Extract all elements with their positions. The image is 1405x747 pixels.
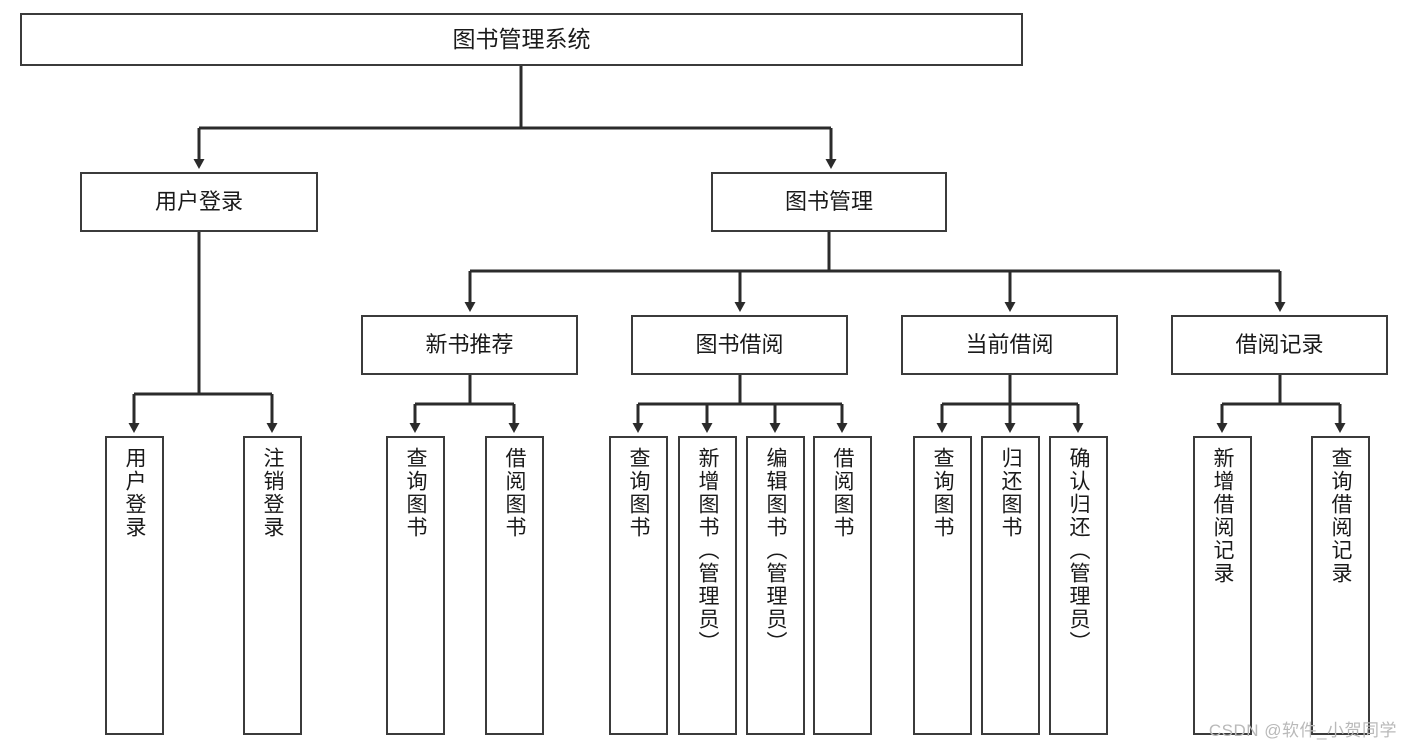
node-user-login-label: 用户登录 [154, 189, 243, 215]
node-root-system-label: 图书管理系统 [452, 26, 591, 53]
node-new-book-recommend-label: 新书推荐 [425, 332, 514, 358]
node-leaf-query-book-1[interactable]: 查询图书 [386, 436, 445, 735]
node-leaf-query-record[interactable]: 查询借阅记录 [1311, 436, 1370, 735]
node-leaf-edit-book-label: 编辑图书（管理员） [764, 447, 787, 654]
node-leaf-borrow-book-1[interactable]: 借阅图书 [485, 436, 544, 735]
node-leaf-logout[interactable]: 注销登录 [243, 436, 302, 735]
node-leaf-add-book[interactable]: 新增图书（管理员） [678, 436, 737, 735]
node-book-manage-label: 图书管理 [784, 189, 873, 215]
node-leaf-query-book-3-label: 查询图书 [931, 447, 954, 539]
node-leaf-borrow-book-2-label: 借阅图书 [831, 447, 854, 539]
node-borrow-record-label: 借阅记录 [1235, 332, 1324, 358]
node-leaf-borrow-book-1-label: 借阅图书 [503, 447, 526, 539]
node-book-borrow-label: 图书借阅 [695, 332, 784, 358]
node-leaf-add-book-label: 新增图书（管理员） [696, 447, 719, 654]
node-book-manage[interactable]: 图书管理 [711, 172, 947, 232]
node-user-login[interactable]: 用户登录 [80, 172, 318, 232]
node-leaf-query-book-2[interactable]: 查询图书 [609, 436, 668, 735]
node-leaf-query-book-3[interactable]: 查询图书 [913, 436, 972, 735]
node-current-borrow[interactable]: 当前借阅 [901, 315, 1118, 375]
node-borrow-record[interactable]: 借阅记录 [1171, 315, 1388, 375]
node-leaf-user-login[interactable]: 用户登录 [105, 436, 164, 735]
node-book-borrow[interactable]: 图书借阅 [631, 315, 848, 375]
node-leaf-borrow-book-2[interactable]: 借阅图书 [813, 436, 872, 735]
node-leaf-confirm-return[interactable]: 确认归还（管理员） [1049, 436, 1108, 735]
node-root-system[interactable]: 图书管理系统 [20, 13, 1023, 66]
node-leaf-query-book-1-label: 查询图书 [404, 447, 427, 539]
node-current-borrow-label: 当前借阅 [965, 332, 1054, 358]
node-leaf-confirm-return-label: 确认归还（管理员） [1067, 447, 1090, 654]
node-leaf-user-login-label: 用户登录 [123, 447, 146, 539]
node-leaf-query-record-label: 查询借阅记录 [1329, 447, 1352, 585]
csdn-watermark: CSDN @软件_小贺同学 [1208, 721, 1397, 740]
node-new-book-recommend[interactable]: 新书推荐 [361, 315, 578, 375]
node-leaf-query-book-2-label: 查询图书 [627, 447, 650, 539]
node-leaf-return-book-label: 归还图书 [999, 447, 1022, 539]
node-leaf-edit-book[interactable]: 编辑图书（管理员） [746, 436, 805, 735]
node-leaf-add-record-label: 新增借阅记录 [1211, 447, 1234, 585]
node-leaf-return-book[interactable]: 归还图书 [981, 436, 1040, 735]
node-leaf-logout-label: 注销登录 [261, 447, 284, 539]
node-leaf-add-record[interactable]: 新增借阅记录 [1193, 436, 1252, 735]
